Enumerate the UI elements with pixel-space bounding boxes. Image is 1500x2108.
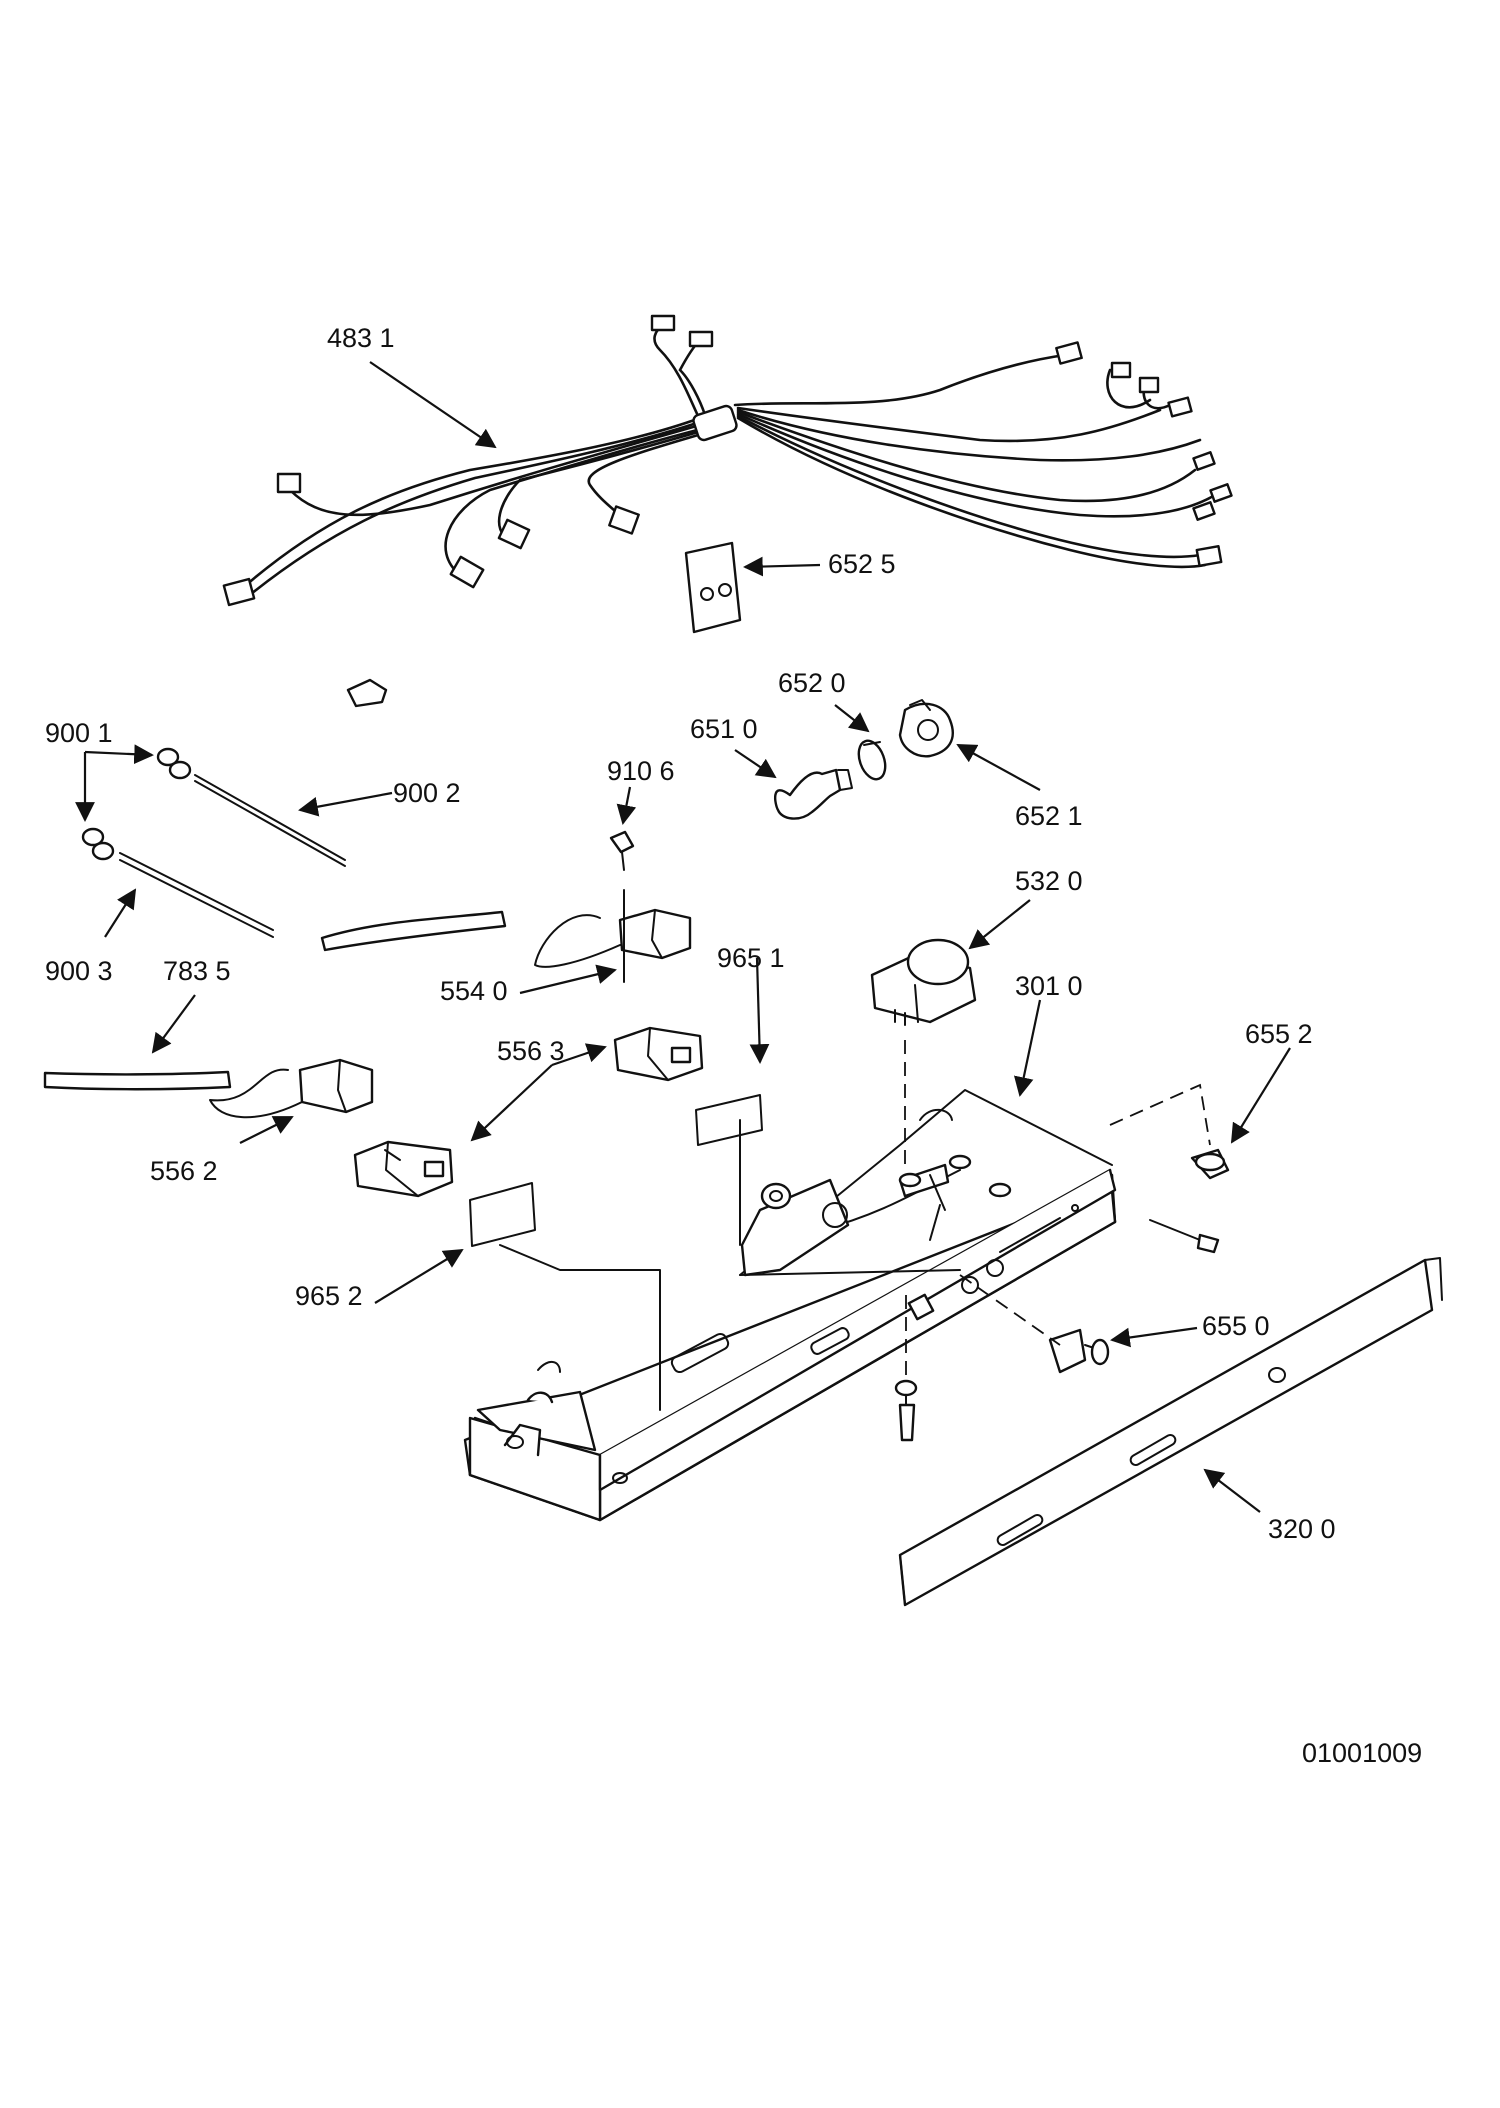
clip-part	[346, 678, 388, 708]
callout-556-3: 556 3	[497, 1036, 565, 1066]
control-housing	[463, 1089, 1117, 1522]
screw-right	[1149, 1219, 1220, 1254]
callout-655-0: 655 0	[1202, 1311, 1270, 1341]
lamp-holder-ring	[857, 739, 887, 781]
label-card-1	[695, 1094, 763, 1146]
clip-655-2	[1190, 1148, 1230, 1180]
callout-965-2: 965 2	[295, 1281, 363, 1311]
lamp-socket	[898, 699, 954, 758]
callout-532-0: 532 0	[1015, 866, 1083, 896]
callout-910-6: 910 6	[607, 756, 675, 786]
drawing-number: 01001009	[1302, 1738, 1422, 1768]
callout-652-1: 652 1	[1015, 801, 1083, 831]
callout-301-0: 301 0	[1015, 971, 1083, 1001]
callout-965-1: 965 1	[717, 943, 785, 973]
grommet-part	[760, 1182, 792, 1210]
switch-556-upper	[613, 1026, 704, 1082]
insulation-tube-upper	[320, 910, 507, 952]
callout-900-1: 900 1	[45, 718, 113, 748]
callout-651-0: 651 0	[690, 714, 758, 744]
screw-bottom	[894, 1379, 918, 1442]
callout-900-2: 900 2	[393, 778, 461, 808]
callout-655-2: 655 2	[1245, 1019, 1313, 1049]
switch-554	[534, 889, 692, 983]
callout-320-0: 320 0	[1268, 1514, 1336, 1544]
callout-652-0: 652 0	[778, 668, 846, 698]
insulation-tube-lower	[43, 1070, 232, 1091]
switch-556-left	[209, 1058, 374, 1119]
switch-655-0	[1048, 1328, 1110, 1374]
callout-labels: 483 1 652 5 900 1 900 2 652 0 651 0 652 …	[45, 323, 1422, 1768]
plate-part	[684, 541, 742, 634]
switch-556-lower	[353, 1140, 454, 1198]
lamp-bulb	[774, 768, 853, 820]
screw-910	[609, 830, 635, 871]
callout-556-2: 556 2	[150, 1156, 218, 1186]
leader-lines	[75, 361, 1291, 1513]
callout-652-5: 652 5	[828, 549, 896, 579]
callout-900-3: 900 3	[45, 956, 113, 986]
defrost-timer	[870, 938, 977, 1026]
callout-783-5: 783 5	[163, 956, 231, 986]
callout-554-0: 554 0	[440, 976, 508, 1006]
callout-483-1: 483 1	[327, 323, 395, 353]
sensor-tube-lower	[81, 827, 274, 938]
sensor-tube-upper	[156, 747, 346, 867]
wire-harness	[222, 314, 1233, 607]
front-panel	[898, 1257, 1443, 1607]
label-card-2	[469, 1182, 536, 1247]
